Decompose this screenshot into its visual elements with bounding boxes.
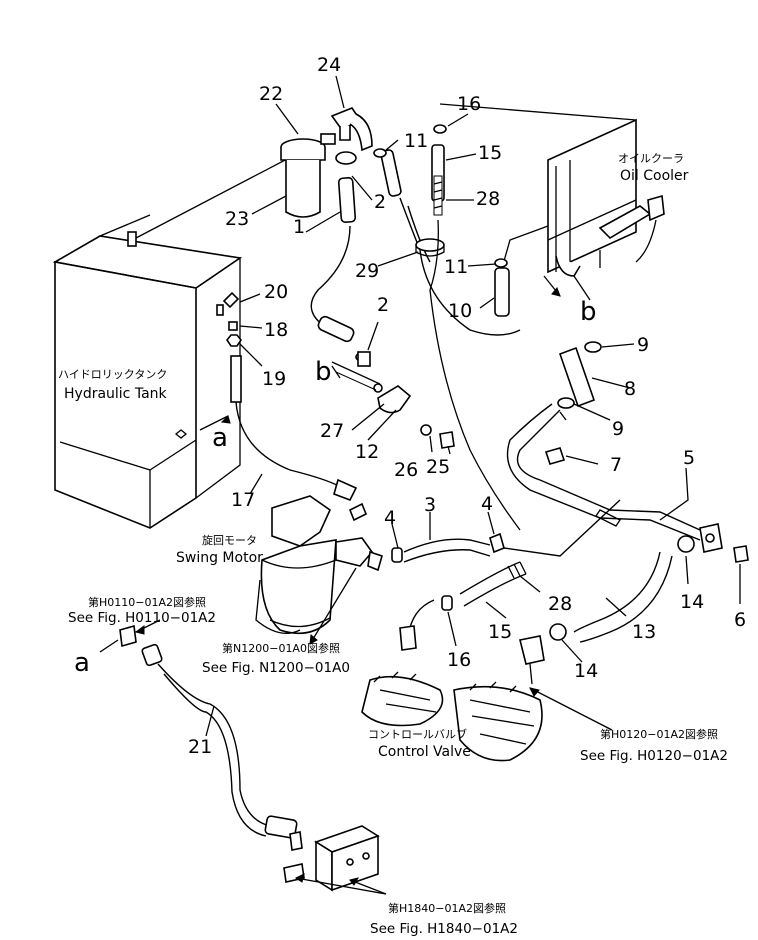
swing-motor [255,495,383,635]
part-number: 11 [404,130,428,152]
figure-references: 第H0110−01A2図参照 See Fig. H0110−01A2 第N120… [68,595,728,937]
part-number: 4 [384,507,396,529]
oil-cooler [439,103,665,301]
part-number: 14 [574,660,598,682]
ref-h1840-en: See Fig. H1840−01A2 [370,921,518,937]
part-number: 28 [476,188,500,210]
swing-motor-label-en: Swing Motor [176,550,263,566]
part-number: 17 [231,489,255,511]
part-number: 28 [548,593,572,615]
part-number: 16 [447,649,471,671]
valve-block [314,825,380,892]
part-number: 13 [632,621,656,643]
part-number: 7 [610,454,622,476]
part-number: 5 [683,447,695,469]
ref-h1840-jp: 第H1840−01A2図参照 [388,901,506,915]
ref-n1200-jp: 第N1200−01A0図参照 [222,641,340,655]
control-valve-label-jp: コントロールバルブ [368,727,467,741]
filter-assembly [280,133,336,218]
part-number: 8 [624,378,636,400]
connection-letter-b: b [580,297,597,327]
part-number: 27 [320,420,344,442]
part-number: 16 [457,93,481,115]
part-number: 6 [734,609,746,631]
part-number: 1 [293,216,305,238]
ref-h0120-en: See Fig. H0120−01A2 [580,748,728,764]
part-number: 21 [188,736,212,758]
part-number: 9 [637,334,649,356]
connection-letter-a: a [212,423,228,453]
hoses-lower [399,561,545,685]
connection-letters: a a b b [74,297,597,678]
oil-cooler-label-jp: オイルクーラ [618,152,684,165]
component-labels: オイルクーラ Oil Cooler ハイドロリックタンク Hydraulic T… [58,152,689,760]
part-number: 15 [478,142,502,164]
part-number: 22 [259,83,283,105]
part-number: 2 [377,294,389,316]
part-number: 2 [374,191,386,213]
hoses-middle [391,341,749,643]
part-number: 23 [225,208,249,230]
part-number: 15 [488,621,512,643]
part-number: 14 [680,591,704,613]
hydraulic-tank-label-jp: ハイドロリックタンク [58,368,167,381]
part-number: 10 [448,300,472,322]
ref-n1200-en: See Fig. N1200−01A0 [202,660,350,676]
leader-lines [99,75,741,895]
part-number: 20 [264,281,288,303]
part-number: 24 [317,54,341,76]
control-valve-label-en: Control Valve [378,744,471,760]
part-number: 9 [612,418,624,440]
ref-h0120-jp: 第H0120−01A2図参照 [600,727,718,741]
ref-h0110-jp: 第H0110−01A2図参照 [88,595,206,609]
hydraulic-tank-label-en: Hydraulic Tank [64,386,168,402]
oil-cooler-label-en: Oil Cooler [620,168,689,184]
part-number: 26 [394,459,418,481]
control-valve [361,671,543,762]
ref-h0110-en: See Fig. H0110−01A2 [68,610,216,626]
part-number: 19 [262,368,286,390]
part-number: 25 [426,456,450,478]
hose-21 [119,624,305,883]
part-number-labels: 1 2 2 3 4 4 5 6 7 8 9 9 10 11 11 12 13 1… [188,54,746,758]
hoses-upper [310,144,549,531]
part-number: 4 [481,493,493,515]
part-number: 29 [355,260,379,282]
arrowheads [134,287,561,886]
connection-letter-b: b [315,357,332,387]
swing-motor-label-jp: 旋回モータ [202,533,257,547]
elbow-fitting-24 [330,107,373,152]
part-number: 11 [444,256,468,278]
connection-letter-a: a [74,648,90,678]
part-number: 18 [264,319,288,341]
part-number: 3 [424,494,436,516]
part-number: 12 [355,441,379,463]
small-fittings [222,124,508,522]
